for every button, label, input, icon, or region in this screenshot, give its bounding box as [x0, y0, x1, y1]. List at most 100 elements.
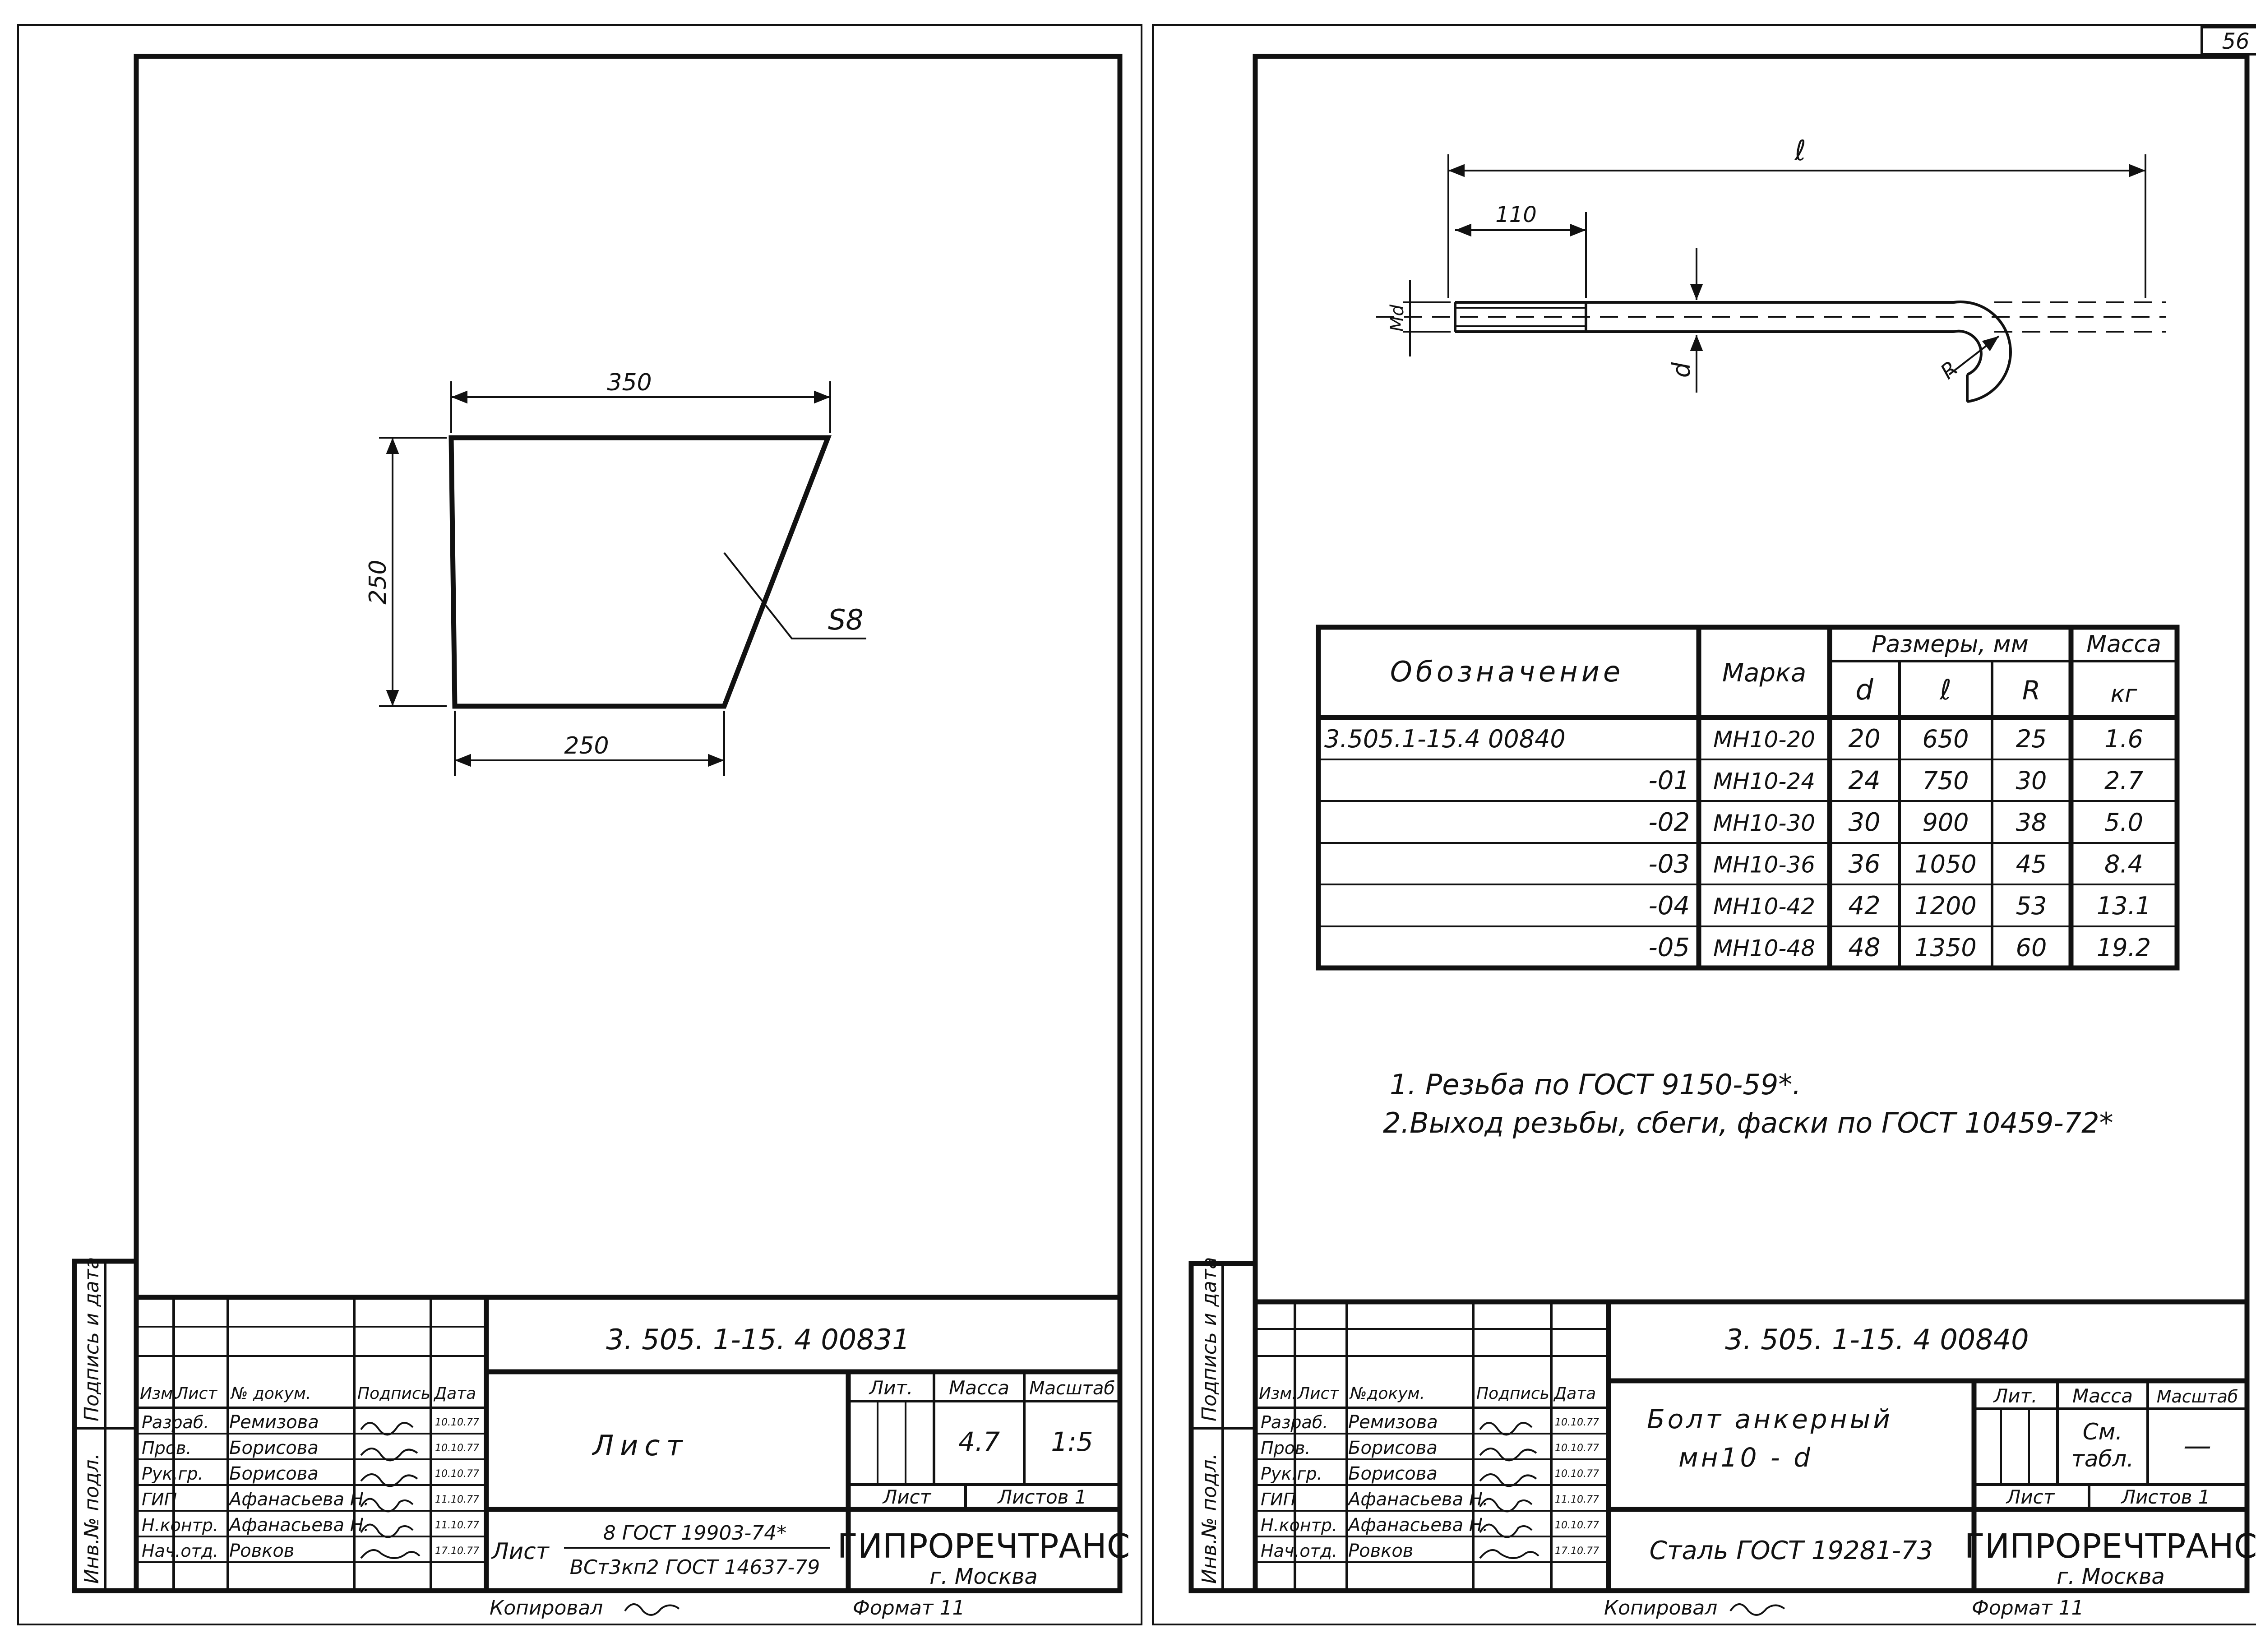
th-d: d: [1855, 673, 1873, 706]
th-dims: Размеры, мм: [1872, 631, 2029, 658]
cell-designation: -02: [1649, 808, 1690, 837]
left-mass-value: 4.7: [958, 1426, 1000, 1457]
right-material: Сталь ГОСТ 19281-73: [1650, 1536, 1933, 1565]
tb-col-header: Изм.: [140, 1384, 178, 1403]
right-doc-name-1: Болт анкерный: [1647, 1404, 1893, 1435]
dim-text-bottom: 250: [564, 732, 609, 759]
cell-r: 53: [2016, 892, 2047, 920]
tb-role: Рук.гр.: [1261, 1464, 1322, 1484]
tb-role: Нач.отд.: [142, 1541, 218, 1561]
left-org-city: г. Москва: [929, 1564, 1038, 1589]
cell-l: 900: [1922, 808, 1969, 837]
cell-r: 25: [2016, 725, 2047, 753]
tb-role: Нач.отд.: [1261, 1541, 1337, 1561]
th-l: ℓ: [1939, 673, 1951, 706]
sheet-number: 56: [2222, 29, 2249, 54]
tb-role: Разраб.: [142, 1412, 209, 1432]
left-title-block: 3. 505. 1-15. 4 00831 Лист Лит. Масса Ма…: [136, 1295, 1130, 1620]
cell-d: 24: [1848, 766, 1880, 796]
right-drawing-frame: [1253, 54, 2250, 1593]
tb-name: Афанасьева Н.: [228, 1515, 370, 1536]
th-designation: Обозначение: [1390, 655, 1624, 688]
right-mass-value-1: См.: [2083, 1419, 2123, 1445]
cell-mark: МН10-20: [1713, 727, 1815, 753]
cell-d: 48: [1848, 933, 1880, 963]
cell-designation: -03: [1649, 850, 1690, 879]
tb-date: 10.10.77: [435, 1468, 479, 1480]
tb-name: Борисова: [1348, 1463, 1438, 1484]
thickness-leader: [723, 552, 866, 639]
tb-name: Борисова: [1348, 1438, 1438, 1458]
copier-signature: [1729, 1603, 1785, 1616]
cell-designation: -04: [1649, 891, 1690, 921]
right-mass-value-2: табл.: [2071, 1446, 2134, 1472]
cell-mark: МН10-24: [1713, 768, 1815, 795]
tb-name: Афанасьева Н.: [1347, 1489, 1489, 1510]
signature-mark: [360, 1473, 418, 1487]
cell-l: 1350: [1914, 934, 1976, 962]
tb-date: 11.10.77: [1555, 1494, 1599, 1505]
right-scale-label: Масштаб: [2157, 1387, 2238, 1407]
right-doc-name-2: мн10 - d: [1678, 1442, 1813, 1473]
dim-text-md: Md: [1387, 304, 1408, 332]
tb-name: Ровков: [1348, 1541, 1413, 1561]
right-copied-label: Копировал: [1604, 1596, 1717, 1620]
cell-mass: 8.4: [2104, 850, 2143, 879]
tb-col-header: Подпись: [1476, 1384, 1549, 1403]
signature-mark: [1479, 1523, 1533, 1538]
cell-r: 45: [2016, 850, 2047, 879]
left-lit-label: Лит.: [869, 1377, 913, 1399]
cell-mark: МН10-36: [1713, 852, 1815, 878]
tb-col-header: Изм.: [1259, 1384, 1297, 1403]
cell-mass: 2.7: [2104, 767, 2143, 795]
cell-mass: 1.6: [2104, 725, 2143, 753]
plate-outline: [448, 435, 832, 709]
left-sheet-label: Лист: [882, 1486, 932, 1508]
right-sheet: ℓ 110 Md d R: [1188, 54, 2256, 1620]
right-lit-label: Лит.: [1993, 1385, 2038, 1407]
cell-mass: 19.2: [2097, 934, 2151, 962]
signature-mark: [1479, 1498, 1533, 1513]
left-material-bottom: ВСт3кп2 ГОСТ 14637-79: [570, 1556, 820, 1579]
tb-name: Ровков: [229, 1541, 294, 1561]
cell-mass: 13.1: [2097, 892, 2151, 920]
right-org-name: ГИПРОРЕЧТРАНС: [1965, 1527, 2256, 1566]
side-label-inv: Инв.№ подл.: [80, 1453, 103, 1584]
side-label-inv: Инв.№ подл.: [1198, 1453, 1221, 1584]
signature-mark: [360, 1523, 414, 1538]
bolt-drawing: ℓ 110 Md d R: [1376, 134, 2166, 403]
tb-date: 10.10.77: [1555, 1417, 1599, 1428]
tb-col-header: Лист: [1297, 1384, 1339, 1403]
note-1: 1. Резьба по ГОСТ 9150-59*.: [1390, 1068, 1801, 1101]
tb-date: 17.10.77: [1555, 1546, 1599, 1557]
signature-mark: [1479, 1473, 1537, 1487]
left-drawing-frame: [134, 54, 1123, 1593]
cell-mark: МН10-48: [1713, 935, 1815, 962]
cell-designation: -01: [1649, 766, 1690, 796]
left-material-top: 8 ГОСТ 19903-74*: [603, 1522, 787, 1545]
tb-role: Н.контр.: [142, 1515, 218, 1535]
cell-r: 30: [2016, 767, 2047, 795]
tb-date: 17.10.77: [435, 1546, 479, 1557]
tb-role: Рук.гр.: [142, 1464, 203, 1484]
signature-mark: [1479, 1422, 1533, 1436]
signature-mark: [360, 1422, 414, 1436]
cell-l: 750: [1922, 767, 1969, 795]
left-material-prefix: Лист: [491, 1538, 550, 1564]
cell-l: 1200: [1914, 892, 1976, 920]
side-label-sign: Подпись и дата: [1198, 1257, 1221, 1421]
left-scale-label: Масштаб: [1029, 1378, 1115, 1399]
tb-date: 10.10.77: [1555, 1443, 1599, 1454]
cell-d: 36: [1848, 850, 1880, 879]
note-2: 2.Выход резьбы, сбеги, фаски по ГОСТ 104…: [1383, 1106, 2113, 1139]
th-mass: Масса: [2086, 631, 2161, 658]
left-sheet: 350 250 250 S8 Подпись и дата Инв.№ подл…: [72, 54, 1130, 1620]
copier-signature: [624, 1603, 680, 1616]
tb-role: Пров.: [142, 1438, 191, 1458]
cell-r: 38: [2016, 808, 2047, 837]
th-r: R: [2022, 675, 2040, 706]
dim-text-thread: 110: [1495, 202, 1537, 227]
tb-role: ГИП: [142, 1490, 177, 1509]
